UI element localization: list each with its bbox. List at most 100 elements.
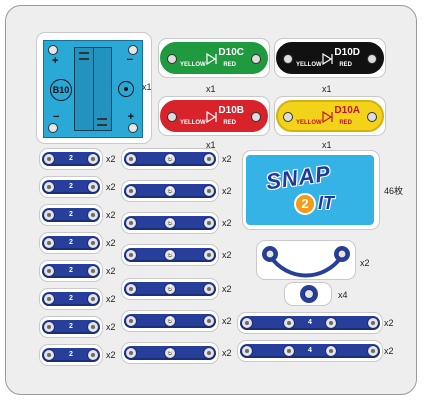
snap-icon xyxy=(43,321,55,333)
snap-icon xyxy=(43,265,55,277)
snap-icon xyxy=(325,317,337,329)
snap-icon xyxy=(125,315,137,327)
snap-icon xyxy=(43,349,55,361)
snap-icon xyxy=(125,283,137,295)
snap-icon xyxy=(164,185,176,197)
snap-right xyxy=(251,54,261,64)
battery-qty: x1 xyxy=(142,82,152,92)
snap-icon xyxy=(87,349,99,361)
battery-screw-br xyxy=(128,123,138,133)
snap-icon xyxy=(164,347,176,359)
snap-left xyxy=(283,54,293,64)
wire-3snap-qty: x2 xyxy=(222,186,232,196)
snap-icon xyxy=(203,347,215,359)
wire-label: 3 xyxy=(168,187,172,194)
snap-icon xyxy=(164,315,176,327)
spring-bottom-icon xyxy=(97,118,107,126)
led-symbol-icon xyxy=(206,111,217,123)
wire-3snap: 3 xyxy=(124,314,216,328)
led-symbol-icon xyxy=(322,111,333,123)
snap-icon xyxy=(87,237,99,249)
led-color-2: RED xyxy=(339,120,352,126)
snap-icon xyxy=(203,315,215,327)
wire-2snap-qty: x2 xyxy=(106,154,116,164)
snap2it-logo: SNAP 2 IT xyxy=(246,155,374,225)
led-d10d: D10D YELLOW RED xyxy=(276,42,384,74)
wire-label: 3 xyxy=(168,349,172,356)
wire-4snap: 4 xyxy=(240,344,380,358)
battery-plus-bottom: + xyxy=(127,111,134,123)
snap-icon xyxy=(43,153,55,165)
led-d10d-qty: x1 xyxy=(322,84,332,94)
led-d10c-qty: x1 xyxy=(206,84,216,94)
wire-label: 2 xyxy=(69,239,73,246)
logo-text-2: 2 xyxy=(301,196,309,211)
led-code: D10B xyxy=(218,105,244,116)
snap-icon xyxy=(164,217,176,229)
snap-icon xyxy=(367,317,379,329)
snap-icon xyxy=(203,153,215,165)
battery-label: B10 xyxy=(52,85,70,95)
wire-2snap-qty: x2 xyxy=(106,182,116,192)
battery-compartment xyxy=(74,47,112,131)
snap-icon xyxy=(367,345,379,357)
snap-left xyxy=(283,112,293,122)
wire-3snap-qty: x2 xyxy=(222,284,232,294)
snap-right xyxy=(251,112,261,122)
wire-2snap: 2 xyxy=(42,264,100,278)
led-d10a-qty: x1 xyxy=(322,140,332,150)
wire-2snap: 2 xyxy=(42,292,100,306)
wire-2snap-qty: x2 xyxy=(106,238,116,248)
snap-icon xyxy=(125,249,137,261)
battery-cell-divider xyxy=(93,48,94,130)
wire-3snap: 3 xyxy=(124,152,216,166)
battery-screw-tl xyxy=(48,45,58,55)
battery-minus-bottom: − xyxy=(53,111,60,123)
battery-plus-top: + xyxy=(52,55,59,67)
wire-label: 3 xyxy=(168,317,172,324)
wire-3snap-qty: x2 xyxy=(222,218,232,228)
led-d10a: D10A YELLOW RED xyxy=(276,100,384,132)
snap-icon xyxy=(241,345,253,357)
logo-text-it: IT xyxy=(318,193,334,213)
wire-label: 2 xyxy=(69,267,73,274)
led-color-1: YELLOW xyxy=(296,62,322,68)
wire-label: 4 xyxy=(308,347,312,354)
snap-icon xyxy=(283,317,295,329)
wire-label: 2 xyxy=(69,351,73,358)
snap-icon xyxy=(241,317,253,329)
snap-icon xyxy=(203,249,215,261)
wire-3snap: 3 xyxy=(124,216,216,230)
led-color-1: YELLOW xyxy=(296,120,322,126)
logo-text-snap: SNAP xyxy=(264,160,333,195)
wire-label: 2 xyxy=(69,155,73,162)
led-symbol-icon xyxy=(322,53,333,65)
battery-terminal-dot xyxy=(118,81,134,97)
wire-label: 4 xyxy=(308,319,312,326)
led-d10c: D10C YELLOW RED xyxy=(160,42,268,74)
snap-icon xyxy=(87,209,99,221)
single-snap xyxy=(300,285,318,303)
snap-left xyxy=(167,112,177,122)
wire-2snap: 2 xyxy=(42,236,100,250)
wire-4snap-qty: x2 xyxy=(384,346,394,356)
snap-icon xyxy=(283,345,295,357)
spring-top-icon xyxy=(79,52,89,60)
led-code: D10D xyxy=(334,47,360,58)
snap-icon xyxy=(87,265,99,277)
wire-3snap-qty: x2 xyxy=(222,250,232,260)
battery-screw-bl xyxy=(48,123,58,133)
snap-icon xyxy=(87,321,99,333)
led-d10b: D10B YELLOW RED xyxy=(160,100,268,132)
snap-icon xyxy=(87,293,99,305)
battery-minus-top: − xyxy=(126,54,133,66)
led-d10b-qty: x1 xyxy=(206,140,216,150)
wire-3snap: 3 xyxy=(124,282,216,296)
snap-icon xyxy=(203,217,215,229)
snap-icon xyxy=(203,283,215,295)
wire-label: 2 xyxy=(69,183,73,190)
snap-icon xyxy=(325,345,337,357)
snap-icon xyxy=(43,181,55,193)
wire-2snap-qty: x2 xyxy=(106,322,116,332)
snap-icon xyxy=(87,153,99,165)
